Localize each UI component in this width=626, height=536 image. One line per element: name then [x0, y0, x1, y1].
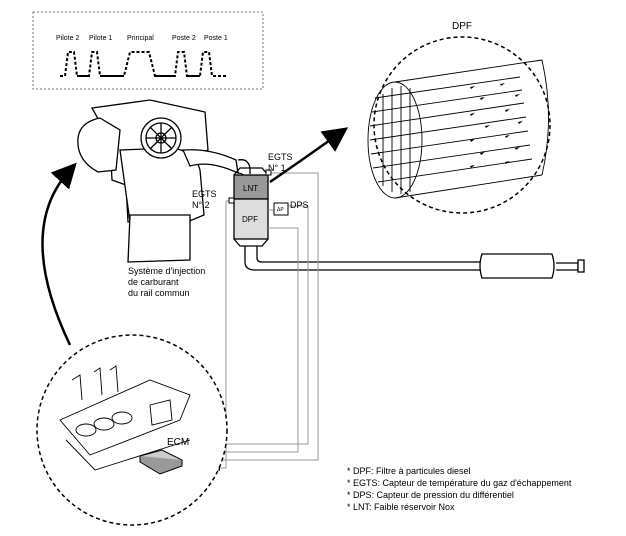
pulse-label-principal: Principal	[127, 35, 154, 42]
ecm-box	[138, 449, 184, 475]
pulse-label-poste1: Poste 1	[204, 35, 228, 42]
egts1-label: EGTS N° 1	[268, 152, 293, 173]
dps-sensor: ΔP	[273, 202, 289, 216]
note-egts: * EGTS: Capteur de température du gaz d'…	[347, 478, 572, 488]
dps-label: DPS	[290, 200, 309, 210]
ecm-detail	[36, 334, 228, 526]
arrow-dpf-to-detail	[269, 127, 349, 184]
pulse-label-poste2: Poste 2	[172, 35, 196, 42]
engine-illustration	[77, 99, 239, 263]
arrow-ecm-to-engine	[41, 162, 77, 346]
egts-sensor-2	[228, 197, 235, 204]
dpf-box-label: DPF	[242, 215, 258, 224]
note-dps: * DPS: Capteur de pression du différenti…	[347, 490, 514, 500]
muffler	[479, 253, 585, 279]
dpf-title: DPF	[452, 21, 472, 32]
note-dpf: * DPF: Filtre à particules diesel	[347, 466, 471, 476]
egts-sensor-1	[265, 169, 272, 176]
lnt-label: LNT	[243, 184, 258, 193]
legend-notes: * DPF: Filtre à particules diesel * EGTS…	[347, 465, 571, 513]
pulse-label-pilote1: Pilote 1	[89, 35, 112, 42]
engine-label: Système d'injection de carburant du rail…	[128, 266, 206, 298]
egts2-label: EGTS N° 2	[192, 189, 217, 210]
injection-pulse-panel: Pilote 2 Pilote 1 Principal Poste 2 Post…	[32, 11, 264, 90]
note-lnt: * LNT: Faible réservoir Nox	[347, 502, 455, 512]
svg-text:ΔP: ΔP	[277, 207, 284, 213]
pulse-label-pilote2: Pilote 2	[56, 35, 79, 42]
pulse-waveform	[60, 51, 226, 77]
dpf-detail	[367, 36, 551, 214]
exhaust-pipe	[233, 159, 482, 271]
ecm-label: ECM	[167, 437, 190, 448]
